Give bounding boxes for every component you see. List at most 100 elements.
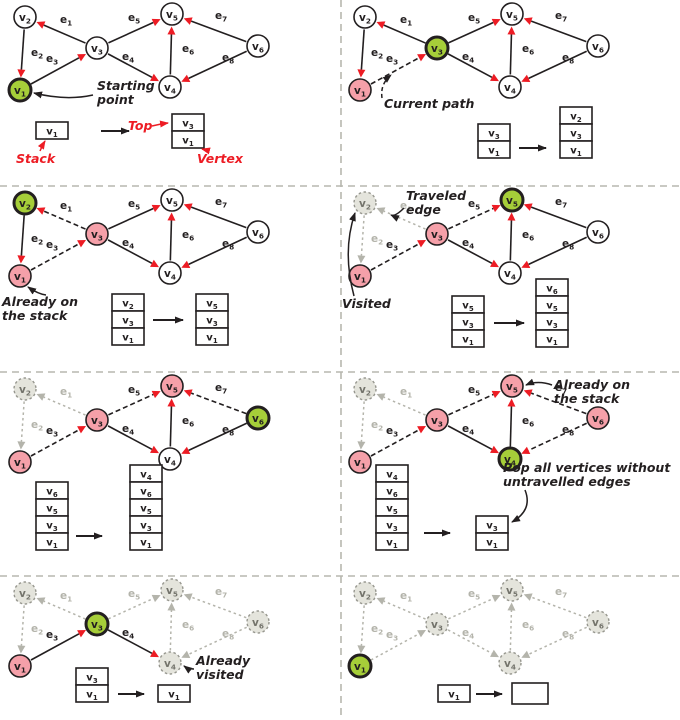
edge-arrowhead (181, 446, 191, 454)
edge-line (447, 425, 493, 451)
stack-cell-label: v1 (206, 333, 218, 345)
edge-line (43, 24, 86, 44)
edge-label: e1 (400, 590, 412, 604)
vertex-circle (353, 5, 377, 29)
edge-arrowhead (523, 389, 533, 397)
vertex-circle (8, 450, 32, 474)
edge-label: e4 (462, 237, 474, 251)
edge-arrowhead (521, 446, 531, 454)
stack-cell (111, 327, 145, 346)
edge-e6: e6 (507, 212, 534, 261)
edge-line (528, 236, 588, 266)
vertex-v3: v3 (425, 612, 449, 636)
edge-e5: e5 (448, 12, 501, 44)
edge-arrowhead (167, 212, 176, 221)
edge-e2: e2 (17, 215, 43, 264)
vertex-circle (84, 611, 110, 637)
vertex-circle (353, 581, 377, 605)
edge-arrowhead (36, 21, 46, 29)
edge-arrowhead (523, 17, 533, 25)
edge-line (20, 605, 25, 646)
vertex-circle (158, 447, 182, 471)
edge-label: e2 (371, 47, 383, 61)
vertex-v2: v2 (12, 190, 38, 216)
edge-label: e3 (46, 425, 58, 439)
edge-arrowhead (417, 53, 427, 62)
edge-label: e4 (122, 627, 134, 641)
stack-cell-label: v1 (546, 335, 558, 347)
stack-before: v1 (35, 121, 69, 140)
edge-arrowhead (490, 445, 499, 454)
annotation-text: Top (128, 118, 153, 133)
vertex-circle (160, 2, 184, 26)
edge-e3: e3 (30, 425, 87, 457)
annotation: Current path (380, 74, 474, 111)
edge-line (188, 422, 248, 452)
edge-e7: e7 (183, 10, 247, 43)
edge-line (188, 626, 247, 656)
edge-line (383, 24, 426, 44)
vertex-label: v6 (252, 227, 264, 241)
vertex-label: v6 (592, 227, 604, 241)
vertex-circle (498, 651, 522, 675)
edge-label: e2 (31, 233, 43, 247)
edge-line (448, 21, 494, 44)
edge-label: e1 (60, 200, 72, 214)
vertex-label: v2 (359, 12, 371, 26)
vertex-v3: v3 (425, 222, 449, 246)
edge-e4: e4 (107, 51, 159, 82)
edge-e4: e4 (447, 627, 499, 658)
vertex-v5: v5 (160, 188, 184, 212)
annotation-arrow (201, 147, 211, 155)
edge-label: e8 (562, 52, 574, 66)
edge-label: e8 (562, 628, 574, 642)
stack-cell-label: v3 (486, 521, 498, 533)
edge-e8: e8 (181, 236, 248, 268)
edge-e4: e4 (447, 423, 499, 454)
edge-e8: e8 (521, 422, 588, 454)
stack-cell-label: v3 (546, 318, 558, 330)
edge-arrowhead (376, 393, 386, 401)
edge-e3: e3 (30, 629, 87, 661)
edge-label: e2 (371, 233, 383, 247)
stack-cell-label: v1 (386, 538, 398, 550)
edge-line (383, 600, 426, 620)
edge-e1: e1 (376, 14, 426, 44)
edge-label: e8 (222, 52, 234, 66)
edge-label: e8 (562, 238, 574, 252)
vertex-v4: v4 (497, 446, 523, 472)
edge-e2: e2 (357, 215, 383, 264)
vertex-v2: v2 (13, 5, 37, 29)
stack-cell-label: v1 (448, 690, 460, 702)
vertex-label: v6 (592, 617, 604, 631)
stack-cell-label: v1 (122, 333, 134, 345)
edge-line (108, 597, 154, 620)
annotation-text: Already on (1, 294, 78, 309)
edge-line (528, 422, 588, 452)
edge-label: e1 (60, 386, 72, 400)
stack-cell-label: v3 (206, 316, 218, 328)
edge-line (528, 626, 587, 656)
stack-after (511, 682, 549, 705)
vertex-v1: v1 (8, 264, 32, 288)
edge-arrowhead (357, 645, 366, 654)
vertex-label: v6 (252, 41, 264, 55)
vertex-label: v3 (431, 43, 443, 57)
vertex-label: v1 (354, 661, 366, 675)
edge-line (447, 239, 493, 265)
stack-cell-label: v5 (546, 301, 558, 313)
edge-e5: e5 (108, 588, 161, 620)
vertex-v1: v1 (348, 78, 372, 102)
vertex-v5: v5 (500, 578, 524, 602)
edge-arrowhead (376, 597, 386, 605)
edge-arrowhead (490, 73, 499, 82)
edge-arrowhead (181, 650, 191, 658)
edge-e7: e7 (183, 382, 247, 415)
edge-arrowhead (77, 53, 87, 62)
edge-arrowhead (491, 204, 501, 213)
edge-line (447, 53, 493, 79)
